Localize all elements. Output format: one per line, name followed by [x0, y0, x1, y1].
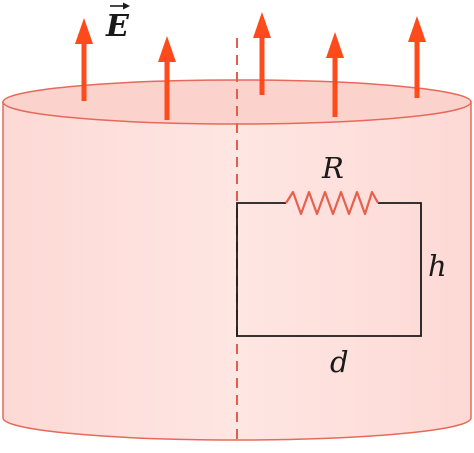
field-arrows [75, 12, 426, 120]
cylinder-top [2, 79, 472, 125]
circuit-loop [236, 190, 422, 337]
vector-arrow-icon [110, 2, 130, 10]
resistor-icon [285, 190, 379, 216]
field-arrow [75, 18, 93, 101]
field-label-group: E [105, 2, 130, 44]
field-arrow [326, 32, 344, 117]
field-arrow [253, 12, 271, 95]
field-label: E [105, 9, 130, 44]
circuit-wire [236, 202, 422, 337]
width-label: d [330, 345, 349, 379]
resistor-label: R [321, 151, 344, 185]
field-arrow [158, 36, 176, 120]
height-label: h [428, 249, 447, 283]
field-arrow [408, 16, 426, 98]
